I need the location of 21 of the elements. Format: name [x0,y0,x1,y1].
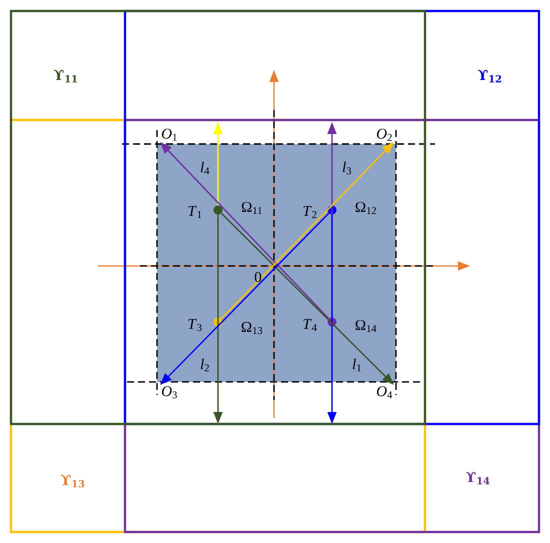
greek-label: ϒ$_{12}$ [478,70,502,82]
line-label: l$_{1}$ [352,358,361,372]
point-label: T$_{2}$ [304,206,316,218]
corner-label: O$_{2}$ [376,128,392,141]
point-label: T$_{4}$ [304,319,317,331]
point-label: T$_{1}$ [188,206,202,218]
region-label: Ω$_{11}$ [242,202,262,214]
line-label: l$_{2}$ [200,358,209,372]
corner-label: O$_{3}$ [162,386,177,398]
greek-label: ϒ$_{13}$ [61,474,84,488]
corner-label: O$_{1}$ [162,128,177,141]
line-label: l$_{4}$ [200,162,210,174]
region-label: Ω$_{14}$ [356,320,376,332]
corner-label: O$_{4}$ [376,386,392,398]
point-label: T$_{3}$ [188,318,202,332]
greek-label: ϒ$_{11}$ [54,70,77,82]
line-label: l$_{3}$ [342,162,352,174]
origin-label: 0 [254,272,262,282]
region-label: Ω$_{12}$ [356,202,376,214]
greek-label: ϒ$_{14}$ [466,472,490,484]
region-label: Ω$_{13}$ [242,322,262,334]
